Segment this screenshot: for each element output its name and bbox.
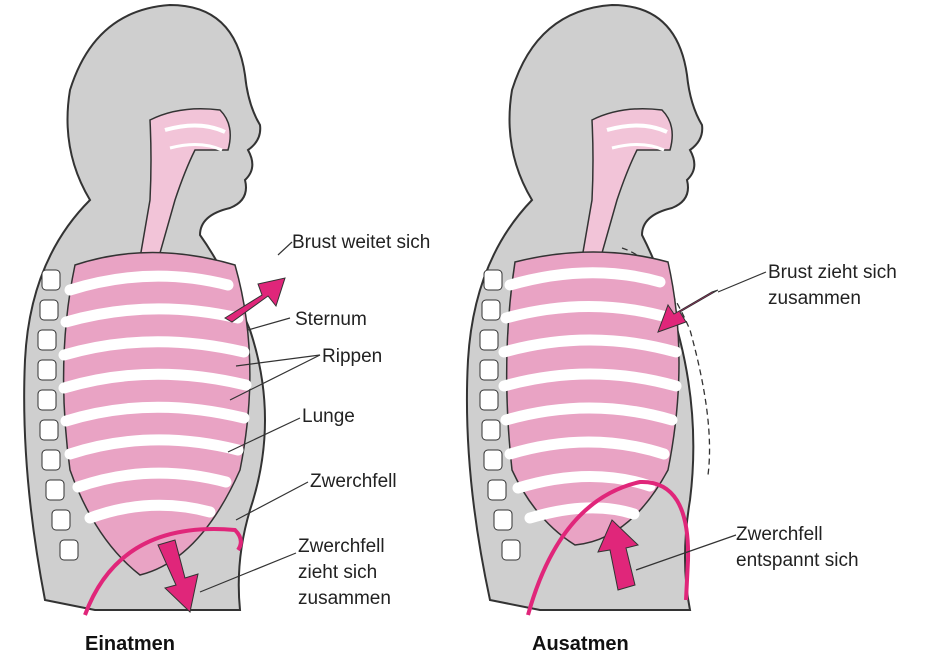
label-zwerchfell-entspannt-1: Zwerchfell xyxy=(736,524,823,545)
caption-einatmen: Einatmen xyxy=(85,633,175,655)
label-sternum: Sternum xyxy=(295,309,367,330)
exhale-figure: Brust zieht sich zusammen Zwerchfell ent… xyxy=(467,5,897,655)
label-brust-zieht-2: zusammen xyxy=(768,288,861,309)
inhale-figure: Brust weitet sich Sternum Rippen Lunge Z… xyxy=(24,5,430,655)
label-rippen: Rippen xyxy=(322,346,382,367)
label-zwerchfell-entspannt-2: entspannt sich xyxy=(736,550,859,571)
label-zwerchfell: Zwerchfell xyxy=(310,471,397,492)
label-zwerchfell-action-2: zieht sich xyxy=(298,562,377,583)
label-zwerchfell-action-1: Zwerchfell xyxy=(298,536,385,557)
label-brust-weitet: Brust weitet sich xyxy=(292,232,430,253)
label-brust-zieht-1: Brust zieht sich xyxy=(768,262,897,283)
label-lunge: Lunge xyxy=(302,406,355,427)
caption-ausatmen: Ausatmen xyxy=(532,633,629,655)
label-zwerchfell-action-3: zusammen xyxy=(298,588,391,609)
